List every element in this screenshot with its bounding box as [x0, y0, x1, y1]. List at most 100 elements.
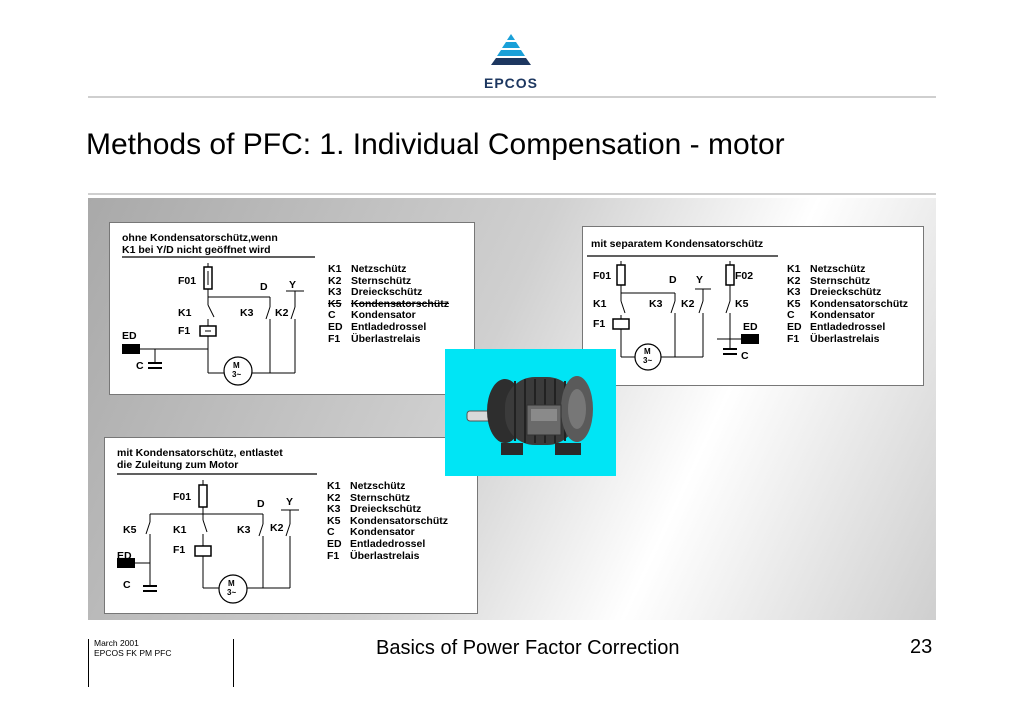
- legend-row: F1 Überlastrelais: [787, 332, 908, 346]
- legend-text: Entladedrossel: [810, 320, 886, 333]
- legend-code: K2: [327, 491, 341, 504]
- label-f01: F01: [178, 275, 197, 287]
- label-k2: K2: [681, 298, 695, 310]
- diagram-title-line: mit Kondensatorschütz, entlastet: [117, 447, 283, 459]
- diagram-title-line: die Zuleitung zum Motor: [117, 459, 239, 471]
- circuit-diagram-2: [587, 255, 778, 371]
- legend-row: K2 Sternschütz: [787, 274, 908, 288]
- legend-text: Überlastrelais: [810, 332, 880, 345]
- legend-code: K1: [328, 263, 342, 275]
- legend-code: K1: [327, 480, 341, 492]
- legend-code: K3: [787, 286, 801, 299]
- legend-text: Kondensatorschütz: [810, 297, 909, 310]
- legend-code: F1: [787, 332, 800, 345]
- title-divider: [88, 193, 936, 195]
- motor-label-m: M: [233, 361, 240, 370]
- motor-label-3: 3~: [227, 588, 237, 597]
- footer-title: Basics of Power Factor Correction: [376, 637, 680, 659]
- legend-text: Überlastrelais: [351, 332, 421, 345]
- legend-code: K3: [328, 286, 342, 299]
- legend-code: C: [328, 309, 336, 322]
- label-k1: K1: [178, 307, 192, 319]
- electric-motor-icon: [466, 376, 593, 455]
- circuit-diagram-1: [122, 256, 315, 386]
- legend-text: Kondensatorschütz: [351, 297, 450, 310]
- legend-row: F1 Überlastrelais: [327, 549, 448, 563]
- legend-code: K5: [327, 514, 341, 527]
- legend-text: Überlastrelais: [350, 549, 420, 562]
- diagram-without-capacitor-contactor: ohne Kondensatorschütz,wenn K1 bei Y/D n…: [109, 222, 475, 395]
- legend-text: Kondensator: [810, 309, 875, 322]
- label-f1: F1: [178, 325, 191, 337]
- footer-divider-right: [233, 639, 234, 687]
- label-y: Y: [286, 496, 294, 508]
- legend-code: F1: [328, 332, 341, 345]
- label-k3: K3: [240, 307, 254, 319]
- legend-code: K2: [787, 274, 801, 287]
- label-k3: K3: [649, 298, 663, 310]
- legend-row: F1 Überlastrelais: [328, 332, 449, 346]
- header-divider: [88, 96, 936, 98]
- epcos-logo-icon: [486, 32, 536, 72]
- legend-code: K1: [787, 263, 801, 275]
- legend-row: C Kondensator: [787, 310, 908, 322]
- legend-code: ED: [327, 537, 342, 550]
- diagram-title-line: K1 bei Y/D nicht geöffnet wird: [122, 244, 271, 256]
- legend-text: Entladedrossel: [351, 320, 427, 333]
- label-ed: ED: [117, 550, 132, 562]
- label-y: Y: [696, 274, 704, 286]
- legend-text: Netzschütz: [351, 263, 407, 275]
- diagram-title-line: mit separatem Kondensatorschütz: [591, 238, 764, 250]
- footer-divider-left: [88, 639, 89, 687]
- label-ed: ED: [122, 330, 137, 342]
- label-y: Y: [289, 279, 297, 291]
- legend-code: C: [327, 526, 335, 539]
- motor-photo: [445, 349, 616, 476]
- legend-row: ED Entladedrossel: [787, 320, 908, 334]
- diagram-with-capacitor-contactor: mit Kondensatorschütz, entlastet die Zul…: [104, 437, 478, 614]
- legend-row: K3 Dreieckschütz: [328, 287, 449, 299]
- label-c: C: [123, 579, 131, 591]
- legend-code: F1: [327, 549, 340, 562]
- legend-text: Kondensator: [350, 526, 415, 539]
- legend-text: Sternschütz: [350, 491, 411, 504]
- legend-code: K3: [327, 503, 341, 516]
- legend-text: Dreieckschütz: [350, 503, 422, 516]
- legend-row: ED Entladedrossel: [327, 537, 448, 551]
- motor-label-3: 3~: [643, 356, 653, 365]
- legend-row: K3 Dreieckschütz: [327, 504, 448, 516]
- label-c: C: [136, 360, 144, 372]
- legend-text: Sternschütz: [351, 274, 412, 287]
- legend-text: Sternschütz: [810, 274, 871, 287]
- label-d: D: [260, 281, 268, 293]
- label-f01: F01: [593, 270, 612, 282]
- label-k1: K1: [593, 298, 607, 310]
- legend-text: Entladedrossel: [350, 537, 426, 550]
- label-k3: K3: [237, 524, 251, 536]
- label-k5: K5: [123, 524, 137, 536]
- circuit-diagram-3: [117, 473, 317, 604]
- label-d: D: [257, 498, 265, 510]
- label-k1: K1: [173, 524, 187, 536]
- legend-code: ED: [787, 320, 802, 333]
- logo-text: EPCOS: [483, 75, 538, 91]
- label-f1: F1: [593, 318, 606, 330]
- legend-row: K2 Sternschütz: [327, 491, 448, 505]
- legend-text: Dreieckschütz: [351, 286, 423, 299]
- label-k2: K2: [270, 522, 284, 534]
- legend-code: C: [787, 309, 795, 322]
- label-k2: K2: [275, 307, 289, 319]
- legend-text: Dreieckschütz: [810, 286, 882, 299]
- motor-label-m: M: [228, 579, 235, 588]
- label-f1: F1: [173, 544, 186, 556]
- legend-row: K1 Netzschütz: [328, 263, 449, 276]
